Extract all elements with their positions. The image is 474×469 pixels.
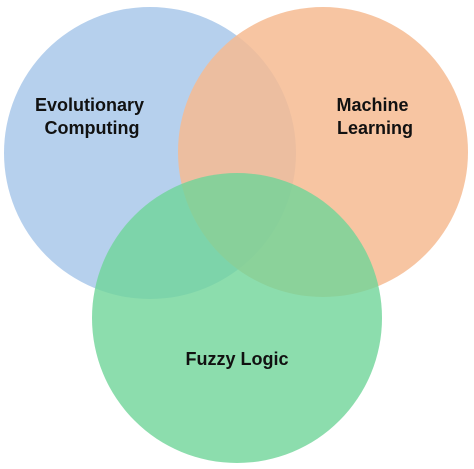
fuzzy-logic-label-line-1: Fuzzy Logic <box>186 349 289 369</box>
evolutionary-computing-label-line-2: Computing <box>45 118 140 138</box>
evolutionary-computing-label: Evolutionary Computing <box>35 95 149 138</box>
venn-labels: Evolutionary Computing Machine Learning … <box>35 95 413 369</box>
machine-learning-label: Machine Learning <box>336 95 413 138</box>
machine-learning-label-line-2: Learning <box>337 118 413 138</box>
machine-learning-label-line-1: Machine <box>336 95 408 115</box>
fuzzy-logic-label: Fuzzy Logic <box>186 349 289 369</box>
evolutionary-computing-label-line-1: Evolutionary <box>35 95 144 115</box>
fuzzy-logic-circle <box>92 173 382 463</box>
venn-circles <box>4 7 468 463</box>
